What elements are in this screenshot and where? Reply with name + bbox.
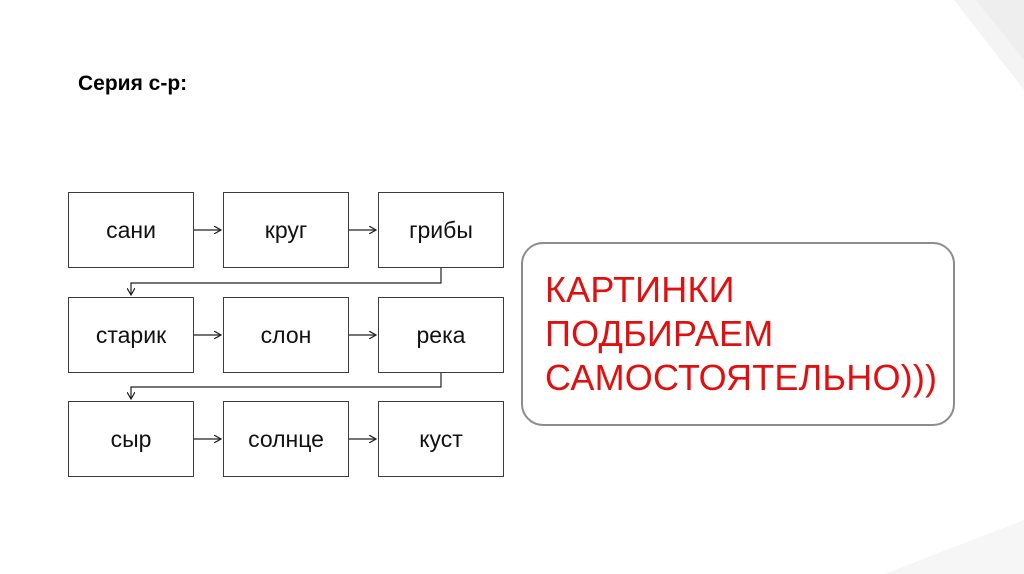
note-line-2: ПОДБИРАЕМ — [545, 313, 774, 354]
arrow-griby-starik — [131, 268, 442, 295]
word-box-griby: грибы — [378, 192, 504, 268]
word-box-sani: сани — [68, 192, 194, 268]
slide-title: Серия с-р: — [78, 72, 188, 95]
word-box-kust: куст — [378, 401, 504, 477]
word-box-starik: старик — [68, 297, 194, 373]
arrow-reka-syr — [131, 373, 442, 399]
word-box-syr: сыр — [68, 401, 194, 477]
word-box-slon: слон — [223, 297, 349, 373]
instruction-note: КАРТИНКИ ПОДБИРАЕМ САМОСТОЯТЕЛЬНО))) — [521, 242, 955, 426]
note-line-3: САМОСТОЯТЕЛЬНО))) — [545, 357, 938, 398]
word-box-krug: круг — [223, 192, 349, 268]
word-box-reka: река — [378, 297, 504, 373]
word-box-solntse: солнце — [223, 401, 349, 477]
note-line-1: КАРТИНКИ — [545, 269, 735, 310]
